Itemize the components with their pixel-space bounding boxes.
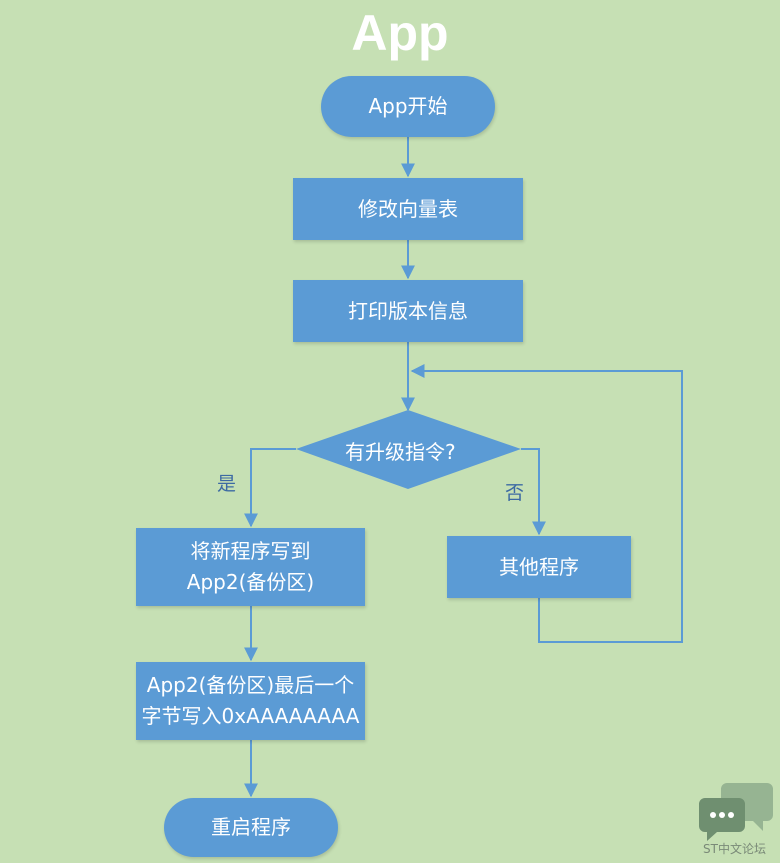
modify-vector-table-label: 修改向量表 (358, 196, 458, 221)
modify-vector-table-node: 修改向量表 (293, 178, 523, 240)
watermark-text: ST中文论坛 (703, 842, 766, 856)
write-new-program-node: 将新程序写到 App2(备份区) (136, 528, 365, 606)
no-branch-label: 否 (505, 482, 525, 504)
write-last-byte-label-line1: App2(备份区)最后一个 (146, 673, 355, 697)
decision-diamond (296, 410, 521, 489)
diagram-title: App (351, 5, 449, 61)
arrow-loop-back (410, 364, 683, 643)
print-version-node: 打印版本信息 (293, 280, 523, 342)
restart-label: 重启程序 (211, 815, 291, 839)
write-last-byte-node: App2(备份区)最后一个 字节写入0xAAAAAAAA (136, 662, 365, 740)
arrow-no-branch (521, 448, 546, 536)
yes-branch-label: 是 (217, 473, 237, 495)
decision-label: 有升级指令? (345, 440, 456, 464)
start-node: App开始 (321, 76, 495, 137)
write-new-program-label-line1: 将新程序写到 (190, 539, 311, 563)
watermark-chat-icon (699, 783, 773, 841)
other-program-node: 其他程序 (447, 536, 631, 598)
write-last-byte-label-line2: 字节写入0xAAAAAAAA (141, 704, 360, 728)
arrow-yes-branch (244, 448, 296, 528)
write-new-program-label-line2: App2(备份区) (186, 570, 315, 594)
other-program-label: 其他程序 (499, 554, 579, 579)
start-node-label: App开始 (368, 94, 448, 118)
restart-node: 重启程序 (164, 798, 338, 857)
print-version-label: 打印版本信息 (348, 298, 468, 323)
